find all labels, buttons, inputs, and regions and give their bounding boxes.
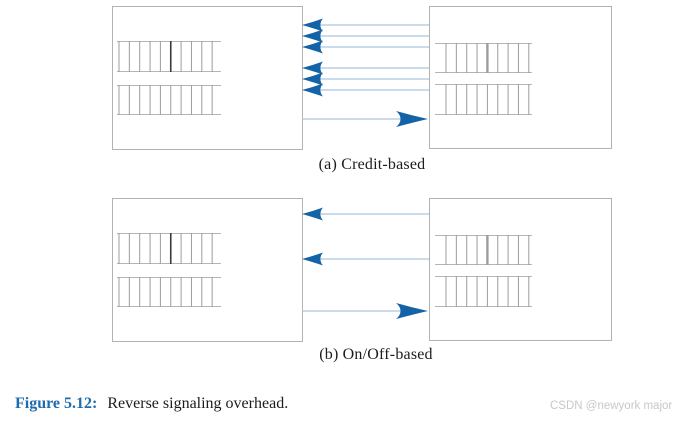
diagram-credit-based bbox=[112, 6, 612, 150]
figure-caption-text: Reverse signaling overhead. bbox=[107, 395, 289, 412]
diagram-onoff-based bbox=[112, 198, 612, 342]
reverse-arrowhead-icon bbox=[302, 252, 323, 266]
buffer-queue bbox=[435, 43, 532, 73]
reverse-arrowhead-icon bbox=[302, 18, 323, 32]
buffer-queue bbox=[435, 235, 532, 265]
forward-arrowhead-icon bbox=[396, 111, 428, 127]
buffer-queue bbox=[435, 84, 532, 115]
figure-number-label: Figure 5.12: bbox=[15, 395, 98, 412]
reverse-arrowhead-icon bbox=[302, 61, 323, 75]
buffer-queue bbox=[117, 85, 221, 115]
buffer-queue bbox=[117, 233, 221, 264]
figure-caption: Figure 5.12: Reverse signaling overhead. bbox=[15, 395, 288, 413]
reverse-arrowhead-icon bbox=[302, 72, 323, 86]
reverse-arrowhead-icon bbox=[302, 207, 323, 221]
right-node-box bbox=[429, 6, 612, 149]
reverse-arrowhead-icon bbox=[302, 29, 323, 43]
caption-credit-based: (a) Credit-based bbox=[318, 156, 426, 173]
forward-arrowhead-icon bbox=[396, 303, 428, 319]
right-node-box bbox=[429, 198, 612, 341]
csdn-watermark: CSDN @newyork major bbox=[550, 400, 673, 412]
buffer-queue bbox=[117, 277, 221, 307]
reverse-arrowhead-icon bbox=[302, 83, 323, 97]
buffer-queue bbox=[435, 276, 532, 307]
left-node-box bbox=[112, 6, 303, 150]
reverse-arrowhead-icon bbox=[302, 40, 323, 54]
buffer-queue bbox=[117, 41, 221, 72]
left-node-box bbox=[112, 198, 303, 342]
caption-onoff-based: (b) On/Off-based bbox=[319, 346, 433, 363]
